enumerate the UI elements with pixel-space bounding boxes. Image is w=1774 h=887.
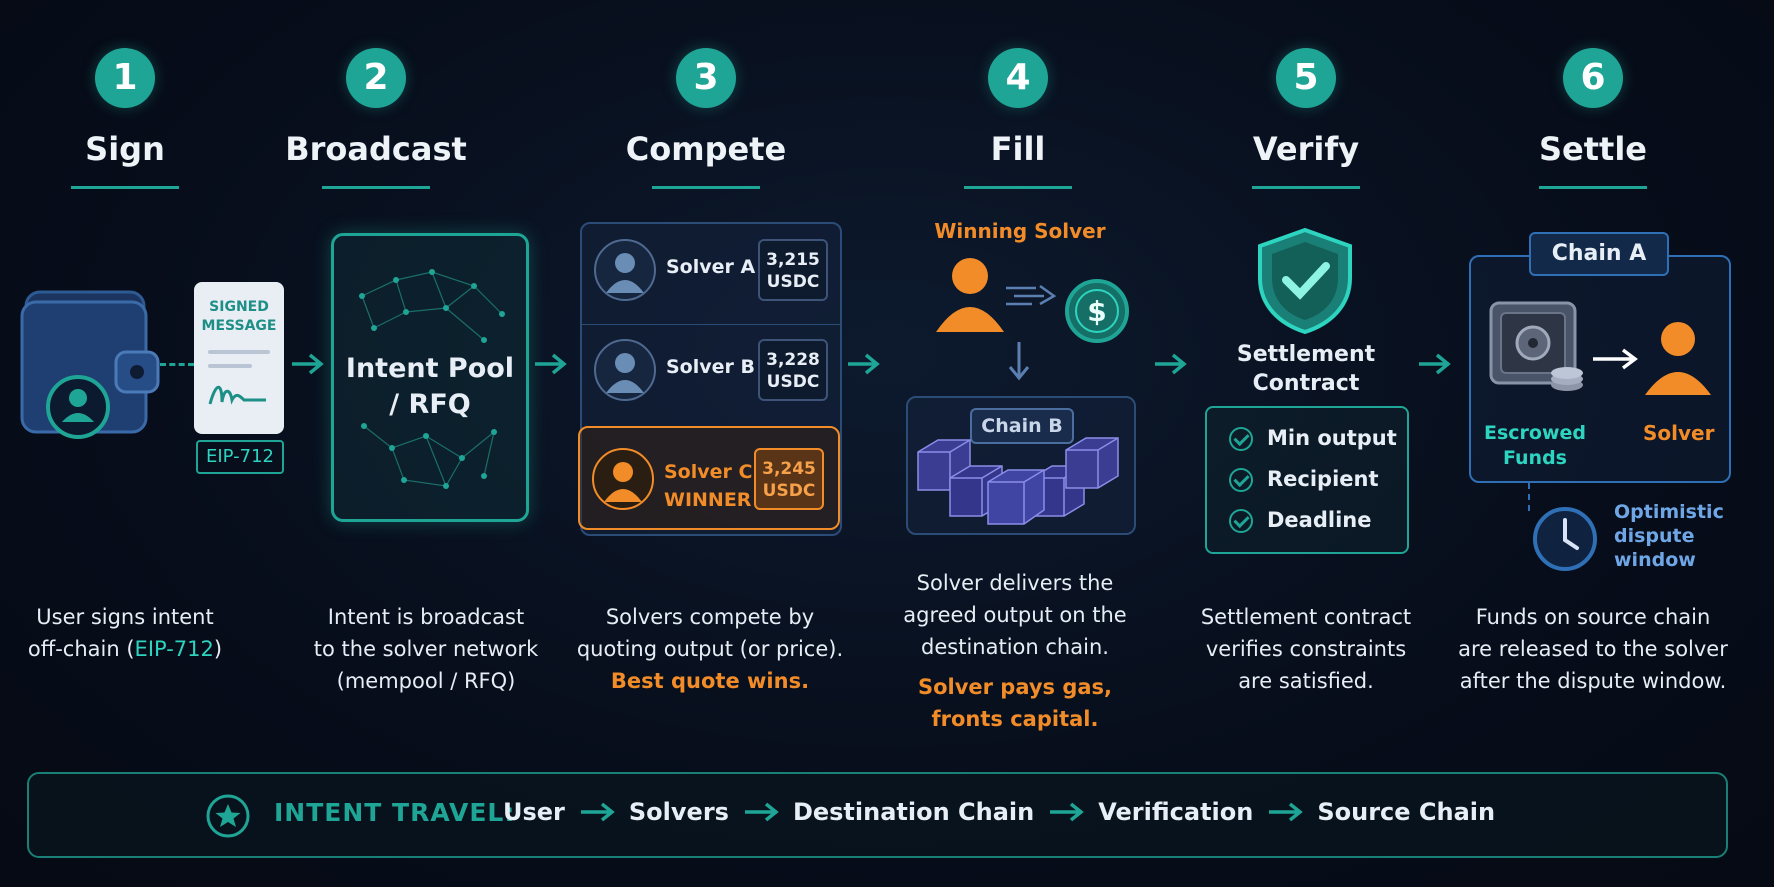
title-underline xyxy=(71,186,179,189)
user-icon xyxy=(594,239,656,301)
stage-broadcast-header: 2 Broadcast xyxy=(246,0,506,189)
title-underline xyxy=(322,186,430,189)
stage-verify-header: 5 Verify xyxy=(1176,0,1436,189)
path-step: Solvers xyxy=(628,798,729,826)
step-number-badge: 5 xyxy=(1276,48,1336,108)
step-number-badge: 4 xyxy=(988,48,1048,108)
title-underline xyxy=(1252,186,1360,189)
pool-subtitle: / RFQ xyxy=(389,389,471,420)
svg-text:$: $ xyxy=(1087,295,1106,328)
verify-description: Settlement contract verifies constraints… xyxy=(1200,605,1412,693)
arrow-right-icon xyxy=(580,802,615,822)
chain-a-panel: Escrowed Funds Solver xyxy=(1469,255,1731,483)
intent-travel-bar: INTENT TRAVEL: User Solvers Destination … xyxy=(27,772,1728,858)
user-icon xyxy=(936,258,1004,332)
settle-description: Funds on source chain are released to th… xyxy=(1458,605,1728,693)
path-step: Destination Chain xyxy=(792,798,1035,826)
signature-icon xyxy=(208,385,266,405)
stage-compete-header: 3 Compete xyxy=(576,0,836,189)
step-number-badge: 2 xyxy=(346,48,406,108)
title-underline xyxy=(1539,186,1647,189)
check-circle-icon xyxy=(1229,468,1253,492)
travel-path: User Solvers Destination Chain Verificat… xyxy=(503,798,1495,826)
arrow-right-icon xyxy=(1419,353,1451,375)
checklist-item: Deadline xyxy=(1229,508,1371,533)
arrow-right-icon xyxy=(848,353,880,375)
stage-title: Verify xyxy=(1252,130,1360,168)
arrow-right-icon xyxy=(1593,348,1638,370)
arrow-right-icon xyxy=(1269,802,1304,822)
constraints-checklist: Min output Recipient Deadline xyxy=(1205,406,1409,554)
path-step: User xyxy=(503,798,565,826)
shield-check-icon xyxy=(1258,227,1352,335)
intent-travel-label: INTENT TRAVEL: xyxy=(274,798,516,827)
stage-title: Compete xyxy=(625,130,787,168)
arrow-right-icon xyxy=(1050,802,1085,822)
wallet-icon xyxy=(20,282,160,442)
pool-title: Intent Pool xyxy=(345,353,515,384)
step-number-badge: 1 xyxy=(95,48,155,108)
user-icon xyxy=(1645,322,1711,395)
stage-sign-header: 1 Sign xyxy=(0,0,255,189)
motion-lines-icon xyxy=(1006,284,1057,306)
user-icon xyxy=(594,339,656,401)
intent-pool-panel: Intent Pool / RFQ xyxy=(331,233,529,522)
network-icon xyxy=(359,269,505,489)
title-underline xyxy=(964,186,1072,189)
checklist-item: Min output xyxy=(1229,426,1397,451)
star-icon xyxy=(206,794,250,838)
stage-title: Settle xyxy=(1538,130,1647,168)
blocks-icon xyxy=(917,437,1119,525)
compete-description: Solvers compete by quoting output (or pr… xyxy=(576,605,844,693)
escrowed-funds-label: Escrowed Funds xyxy=(1483,422,1586,469)
dashed-connector xyxy=(160,363,194,366)
clock-icon xyxy=(1533,507,1597,571)
stage-title: Fill xyxy=(990,130,1046,168)
winner-label: WINNER xyxy=(664,489,752,511)
dispute-window-label: Optimistic dispute window xyxy=(1614,501,1724,571)
message-label: SIGNED xyxy=(209,299,269,315)
path-step: Source Chain xyxy=(1317,798,1496,826)
chain-label: Chain A xyxy=(1529,232,1669,276)
check-circle-icon xyxy=(1229,509,1253,533)
arrow-down-icon xyxy=(1008,342,1030,381)
arrow-right-icon xyxy=(1155,353,1187,375)
stage-title: Broadcast xyxy=(285,130,467,168)
title-underline xyxy=(652,186,760,189)
arrow-right-icon xyxy=(535,353,567,375)
stage-settle-header: 6 Settle xyxy=(1463,0,1723,189)
chain-label: Chain B xyxy=(970,408,1074,444)
signed-message-card: SIGNED MESSAGE xyxy=(194,282,284,434)
dollar-coin-icon: $ xyxy=(1065,279,1129,343)
step-number-badge: 3 xyxy=(676,48,736,108)
checklist-item: Recipient xyxy=(1229,467,1379,492)
winner-solver-name: Solver C xyxy=(664,461,753,483)
arrow-right-icon xyxy=(292,353,324,375)
dashed-connector xyxy=(1528,483,1530,511)
settlement-contract-label: Settlement Contract xyxy=(1236,342,1376,396)
solver-label: Solver xyxy=(1643,421,1715,445)
divider xyxy=(582,324,840,325)
sign-description: User signs intent off-chain (EIP-712) xyxy=(27,605,223,661)
chain-b-panel: Chain B xyxy=(906,396,1136,535)
fill-description: Solver delivers the agreed output on the… xyxy=(903,571,1127,731)
broadcast-description: Intent is broadcast to the solver networ… xyxy=(313,605,539,693)
step-number-badge: 6 xyxy=(1563,48,1623,108)
eip-badge: EIP-712 xyxy=(196,440,284,474)
message-label: MESSAGE xyxy=(201,318,277,334)
check-circle-icon xyxy=(1229,427,1253,451)
vault-icon xyxy=(1489,301,1583,391)
stage-title: Sign xyxy=(85,130,165,168)
path-step: Verification xyxy=(1098,798,1254,826)
stage-fill-header: 4 Fill xyxy=(888,0,1148,189)
user-icon xyxy=(592,448,654,510)
arrow-right-icon xyxy=(744,802,779,822)
winning-solver-label: Winning Solver xyxy=(934,219,1106,243)
